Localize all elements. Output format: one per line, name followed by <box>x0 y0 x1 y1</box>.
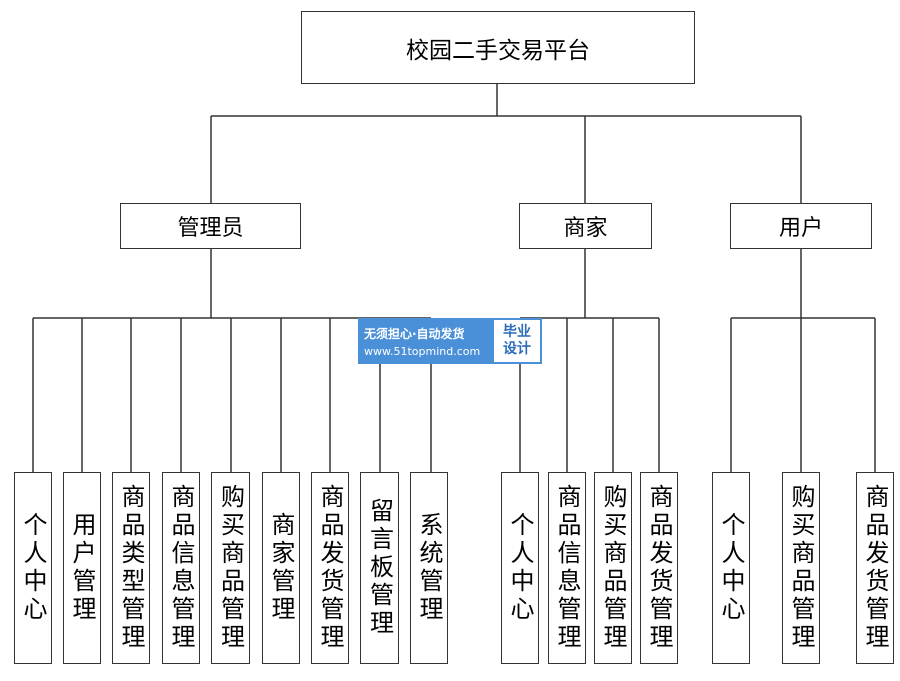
user-module-node: 个人中心 <box>712 472 750 664</box>
user-module-node: 购买商品管理 <box>782 472 820 664</box>
merchant-module-node: 商品信息管理 <box>548 472 586 664</box>
admin-module-label: 购买商品管理 <box>216 484 245 652</box>
admin-module-label: 商品类型管理 <box>117 484 145 652</box>
admin-module-node: 商家管理 <box>262 472 300 664</box>
admin-module-label: 个人中心 <box>19 512 47 624</box>
merchant-module-node: 商品发货管理 <box>640 472 678 664</box>
watermark-badge: 无须担心·自动发货 www.51topmind.com 毕业 设计 <box>358 318 542 364</box>
watermark-text: 无须担心·自动发货 www.51topmind.com <box>358 318 494 364</box>
role-label-admin: 管理员 <box>177 216 244 241</box>
admin-module-node: 留言板管理 <box>360 472 399 664</box>
role-node-merchant: 商家 <box>519 203 652 249</box>
admin-module-label: 商品发货管理 <box>316 484 344 652</box>
merchant-module-label: 个人中心 <box>506 512 534 624</box>
watermark-logo-line1: 毕业 <box>503 324 531 341</box>
watermark-url: www.51topmind.com <box>364 344 481 358</box>
merchant-module-label: 商品信息管理 <box>553 484 581 652</box>
merchant-module-label: 商品发货管理 <box>645 484 673 652</box>
role-node-user: 用户 <box>730 203 872 249</box>
admin-module-node: 商品发货管理 <box>311 472 349 664</box>
user-module-label: 个人中心 <box>717 512 745 624</box>
admin-module-label: 留言板管理 <box>365 498 394 638</box>
root-label: 校园二手交易平台 <box>406 37 590 64</box>
admin-module-node: 用户管理 <box>63 472 101 664</box>
merchant-module-label: 购买商品管理 <box>599 484 627 652</box>
admin-module-label: 系统管理 <box>415 512 443 624</box>
admin-module-node: 购买商品管理 <box>211 472 250 664</box>
merchant-module-node: 个人中心 <box>501 472 539 664</box>
admin-module-node: 个人中心 <box>14 472 52 664</box>
user-module-label: 商品发货管理 <box>861 484 889 652</box>
root-node: 校园二手交易平台 <box>301 11 695 84</box>
user-module-node: 商品发货管理 <box>856 472 894 664</box>
admin-module-node: 系统管理 <box>410 472 448 664</box>
watermark-logo: 毕业 设计 <box>494 320 540 362</box>
admin-module-label: 商家管理 <box>267 512 295 624</box>
role-node-admin: 管理员 <box>120 203 301 249</box>
merchant-module-node: 购买商品管理 <box>594 472 632 664</box>
role-label-user: 用户 <box>778 216 823 241</box>
admin-module-node: 商品类型管理 <box>112 472 150 664</box>
admin-module-label: 用户管理 <box>68 512 96 624</box>
role-label-merchant: 商家 <box>563 216 608 241</box>
watermark-logo-line2: 设计 <box>503 341 531 357</box>
admin-module-node: 商品信息管理 <box>162 472 200 664</box>
watermark-slogan: 无须担心·自动发货 <box>364 326 465 341</box>
admin-module-label: 商品信息管理 <box>167 484 195 652</box>
user-module-label: 购买商品管理 <box>787 484 815 652</box>
